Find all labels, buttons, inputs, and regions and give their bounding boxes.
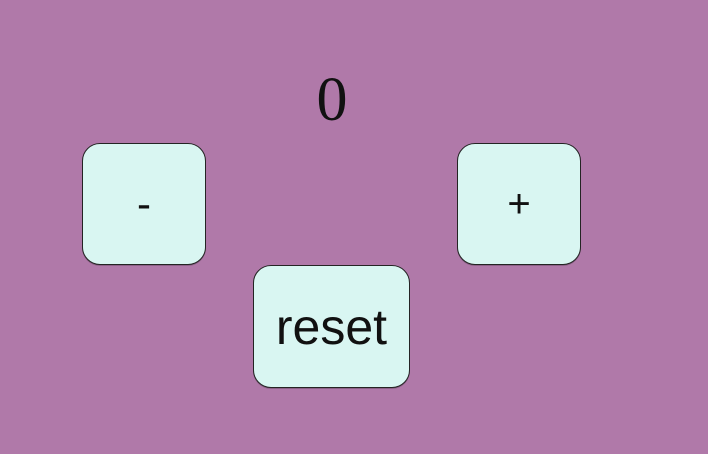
reset-label: reset [275, 298, 388, 355]
reset-button[interactable]: reset [253, 265, 410, 388]
increment-label: + [507, 181, 531, 226]
decrement-label: - [137, 180, 151, 227]
counter-value: 0 [316, 66, 348, 134]
decrement-button[interactable]: - [82, 143, 206, 265]
increment-button[interactable]: + [457, 143, 581, 265]
